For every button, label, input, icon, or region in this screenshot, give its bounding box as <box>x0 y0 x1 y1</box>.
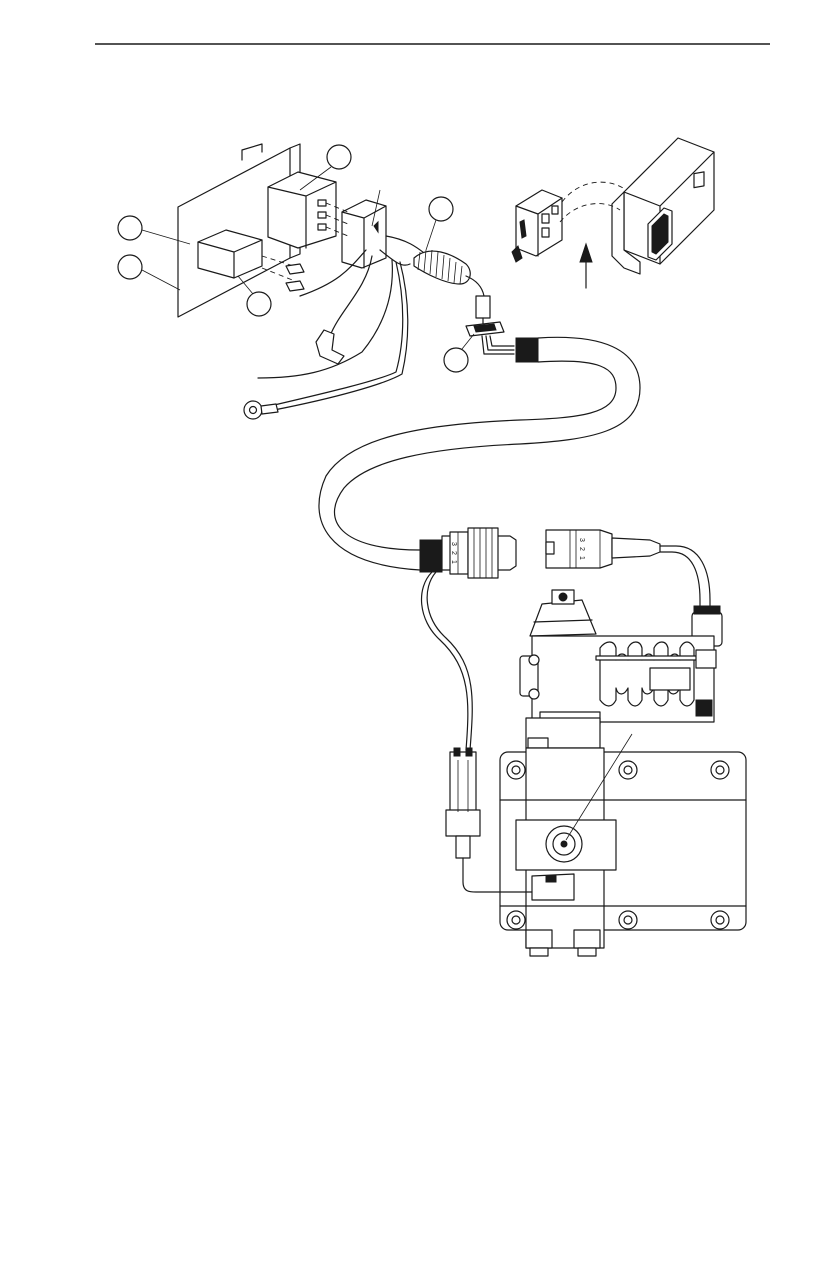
right-plug-pin-1: 1 <box>578 556 585 560</box>
sensor-plug <box>445 747 533 893</box>
left-plug-pin-2: 2 <box>450 551 457 555</box>
sensor-lead <box>420 571 469 751</box>
callout-5 <box>246 291 272 317</box>
wire-harness <box>318 336 641 573</box>
right-plug-pin-2: 2 <box>578 547 585 551</box>
fuse-holder <box>197 229 263 279</box>
callouts <box>117 144 475 373</box>
callout-6 <box>443 347 469 373</box>
switch-detail <box>511 137 715 289</box>
right-plug-pin-3: 3 <box>578 538 585 542</box>
left-plug-pin-3: 3 <box>450 542 457 546</box>
pump-assembly <box>499 589 747 957</box>
grommet <box>465 321 515 355</box>
callout-1 <box>326 144 352 170</box>
control-panel-assembly <box>177 143 515 420</box>
connector-right: 3 2 1 <box>545 529 723 691</box>
connector-left: 3 2 1 <box>441 527 517 579</box>
relay-module <box>267 171 337 249</box>
callout-3 <box>117 215 143 241</box>
callout-4 <box>117 254 143 280</box>
coiled-loom <box>413 249 491 327</box>
callout-2 <box>428 196 454 222</box>
relay-socket <box>341 199 387 269</box>
left-plug-pin-1: 1 <box>450 560 457 564</box>
ground-ring-terminal <box>243 400 279 420</box>
